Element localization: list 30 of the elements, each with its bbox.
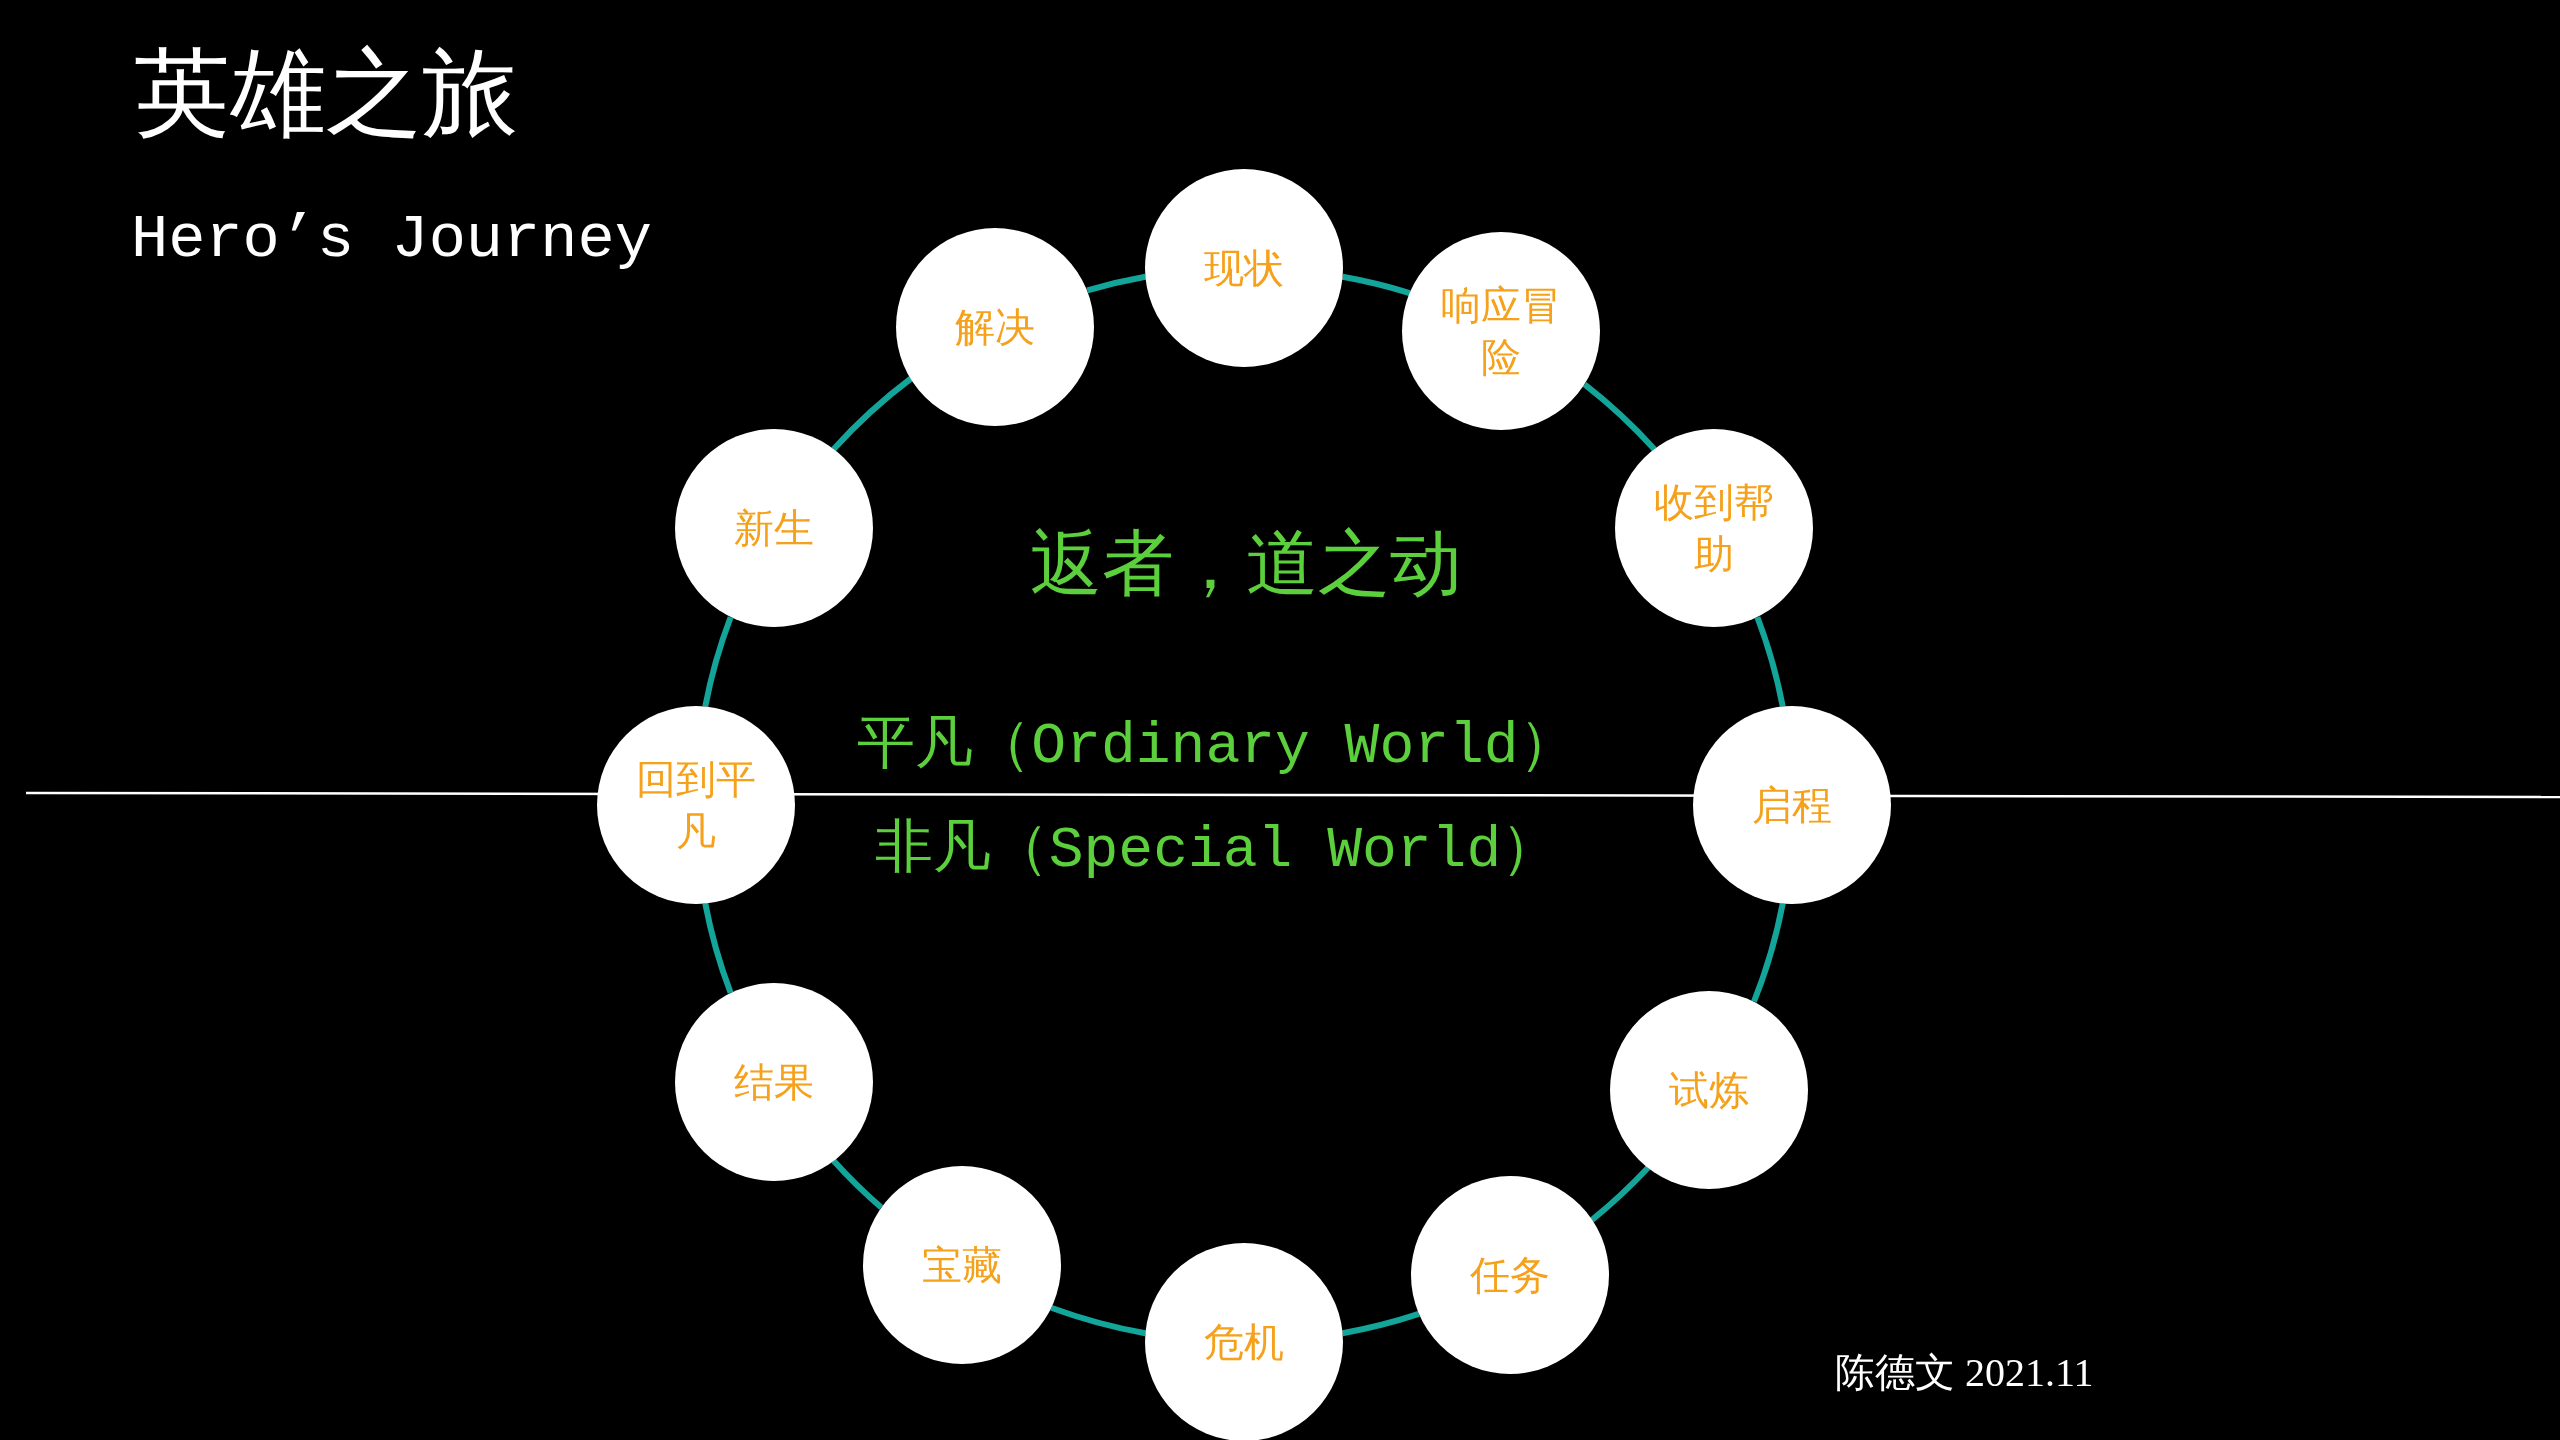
author-date: 陈德文 2021.11 [1835, 1350, 2094, 1396]
step-label: 宝藏 [921, 1241, 1002, 1291]
connector-arc [1754, 616, 1786, 708]
step-label: 收到帮助 [1652, 478, 1775, 580]
motto-text: 返者，道之动 [1030, 521, 1462, 605]
step-label: 试炼 [1668, 1065, 1749, 1115]
step-label: 启程 [1752, 781, 1832, 830]
world-label: 非凡（Special World） [874, 817, 1560, 885]
world-label: 平凡（Ordinary World） [857, 713, 1577, 781]
step-label: 结果 [734, 1057, 815, 1107]
connector-arc [1582, 381, 1657, 452]
title: 英雄之旅 [134, 38, 518, 149]
step-label: 任务 [1469, 1250, 1550, 1300]
connector-arc [831, 1158, 884, 1210]
step-label: 危机 [1204, 1318, 1284, 1367]
step-label: 响应冒险 [1440, 280, 1563, 382]
connector-arc [1342, 273, 1411, 296]
connector-arc [1590, 1165, 1651, 1223]
connector-arc [702, 616, 734, 708]
step-label: 解决 [955, 302, 1036, 352]
connector-arc [1086, 273, 1146, 294]
subtitle: Hero’s Journey [131, 204, 652, 276]
connector-arc [1342, 1311, 1420, 1337]
connector-arc [831, 376, 913, 452]
connector-arc [1050, 1304, 1146, 1337]
step-label: 新生 [734, 504, 815, 554]
connector-arc [1751, 902, 1786, 1003]
step-label: 回到平凡 [635, 755, 757, 856]
step-label: 现状 [1204, 244, 1284, 293]
connector-arc [702, 902, 734, 994]
